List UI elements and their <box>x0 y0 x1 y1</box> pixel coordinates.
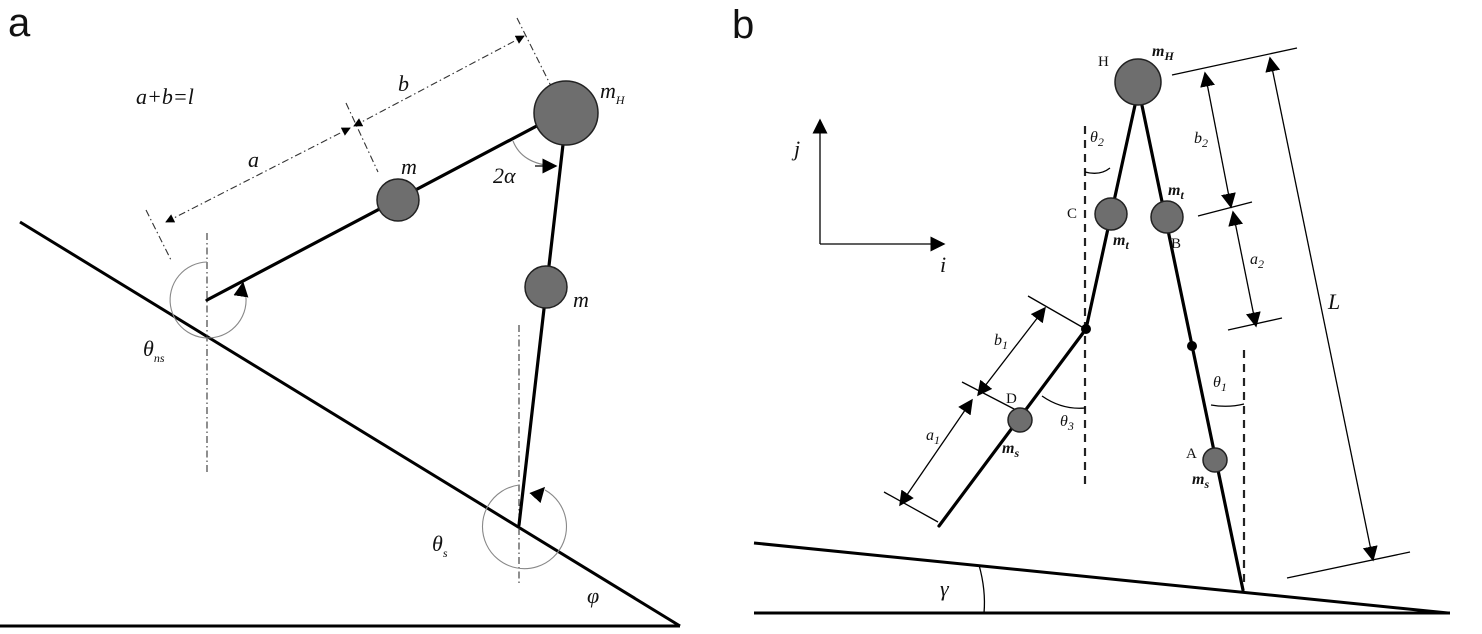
panel-a-label-a: a <box>248 147 259 172</box>
panel-a-hip-angle-arc <box>512 140 555 167</box>
panel-a-stance-leg-mass <box>524 265 568 309</box>
panel-a-ext-mass <box>345 102 379 173</box>
panel-a-letter: a <box>8 1 31 45</box>
panel-b-dim-l <box>1265 56 1378 562</box>
panel-a-swing-leg-mass <box>376 178 420 222</box>
panel-b-label-j: j <box>791 136 800 161</box>
panel-b-tick-knee <box>1027 295 1083 328</box>
panel-b-label-mt-right: mt <box>1168 182 1184 202</box>
panel-a-constraint: a+b=l <box>136 84 194 109</box>
panel-b-tick-top <box>1171 47 1298 76</box>
panel-b-dim-a2 <box>1228 210 1261 328</box>
panel-b-slope <box>753 541 1449 615</box>
panel-b-label-b2: b2 <box>1194 130 1208 150</box>
panel-a-ext-swing-foot <box>145 209 172 261</box>
panel-a-label-theta-s: θs <box>432 531 448 560</box>
panel-a-theta-ns-arc <box>169 261 247 339</box>
panel-a-dim-a <box>165 127 351 223</box>
panel-a-label-2alpha: 2α <box>493 163 516 188</box>
panel-a-theta-s-arc <box>481 484 567 570</box>
panel-b-theta2-arc <box>1084 167 1111 174</box>
panel-b-point-d: D <box>1006 391 1017 407</box>
panel-b-knee-stance <box>1187 341 1197 351</box>
panel-a-label-theta-ns: θns <box>143 336 165 365</box>
panel-b-shank-mass-left <box>1007 407 1033 433</box>
panel-a: a a+b=l a b m m 2α φ <box>0 1 681 628</box>
panel-a-ext-hip <box>516 17 553 89</box>
panel-b-knee-swing <box>1081 324 1091 334</box>
panel-a-stance-leg <box>517 108 569 527</box>
panel-a-hip-mass <box>533 80 599 146</box>
panel-a-label-m-lower: m <box>573 287 589 312</box>
panel-b-label-i: i <box>940 252 946 277</box>
panel-a-theta-s-arrow <box>529 486 546 504</box>
panel-b-point-h: H <box>1098 54 1109 70</box>
panel-b-label-l: L <box>1327 289 1340 314</box>
panel-b-tick-foot <box>883 491 939 523</box>
panel-b-label-theta2: θ2 <box>1090 129 1104 149</box>
panel-b-letter: b <box>732 3 754 47</box>
panel-b-label-a2: a2 <box>1250 251 1264 271</box>
panel-b-theta3-arc <box>1041 395 1086 409</box>
panel-a-label-b: b <box>398 71 409 96</box>
panel-b: b <box>732 3 1450 615</box>
panel-b-label-theta3: θ3 <box>1060 413 1074 433</box>
panel-b-point-b: B <box>1171 236 1181 252</box>
panel-b-gamma-arc <box>978 564 986 614</box>
panel-b-dim-b1 <box>977 306 1046 397</box>
panel-b-shank-mass-right <box>1202 447 1228 473</box>
panel-b-label-ms-left: ms <box>1002 440 1019 460</box>
panel-a-theta-ns-arrow <box>233 281 249 298</box>
panel-a-slope <box>19 220 681 628</box>
panel-a-dim-b <box>353 35 525 127</box>
panel-b-tick-bottom <box>1286 551 1411 579</box>
panel-b-label-b1: b1 <box>994 332 1008 352</box>
panel-a-label-mh: mH <box>600 78 626 107</box>
panel-b-label-gamma: γ <box>940 576 950 601</box>
panel-b-label-mh: mH <box>1152 43 1174 63</box>
panel-b-label-ms-right: ms <box>1192 471 1209 491</box>
panel-b-dim-b2 <box>1200 71 1236 209</box>
panel-b-label-a1: a1 <box>926 427 940 447</box>
panel-b-point-a: A <box>1186 446 1197 462</box>
panel-b-tick-mid <box>1197 201 1253 217</box>
panel-b-thigh-mass-left <box>1094 197 1128 231</box>
panel-b-dim-a1 <box>899 398 973 507</box>
panel-b-label-mt-left: mt <box>1113 232 1129 252</box>
panel-b-point-c: C <box>1067 206 1077 222</box>
panel-a-label-phi: φ <box>587 583 599 608</box>
panel-b-theta1-arc <box>1210 403 1245 407</box>
panel-b-thigh-mass-right <box>1150 200 1184 234</box>
panel-b-hip-mass <box>1114 58 1162 106</box>
panel-a-label-m-upper: m <box>401 154 417 179</box>
panel-b-label-theta1: θ1 <box>1213 374 1227 394</box>
